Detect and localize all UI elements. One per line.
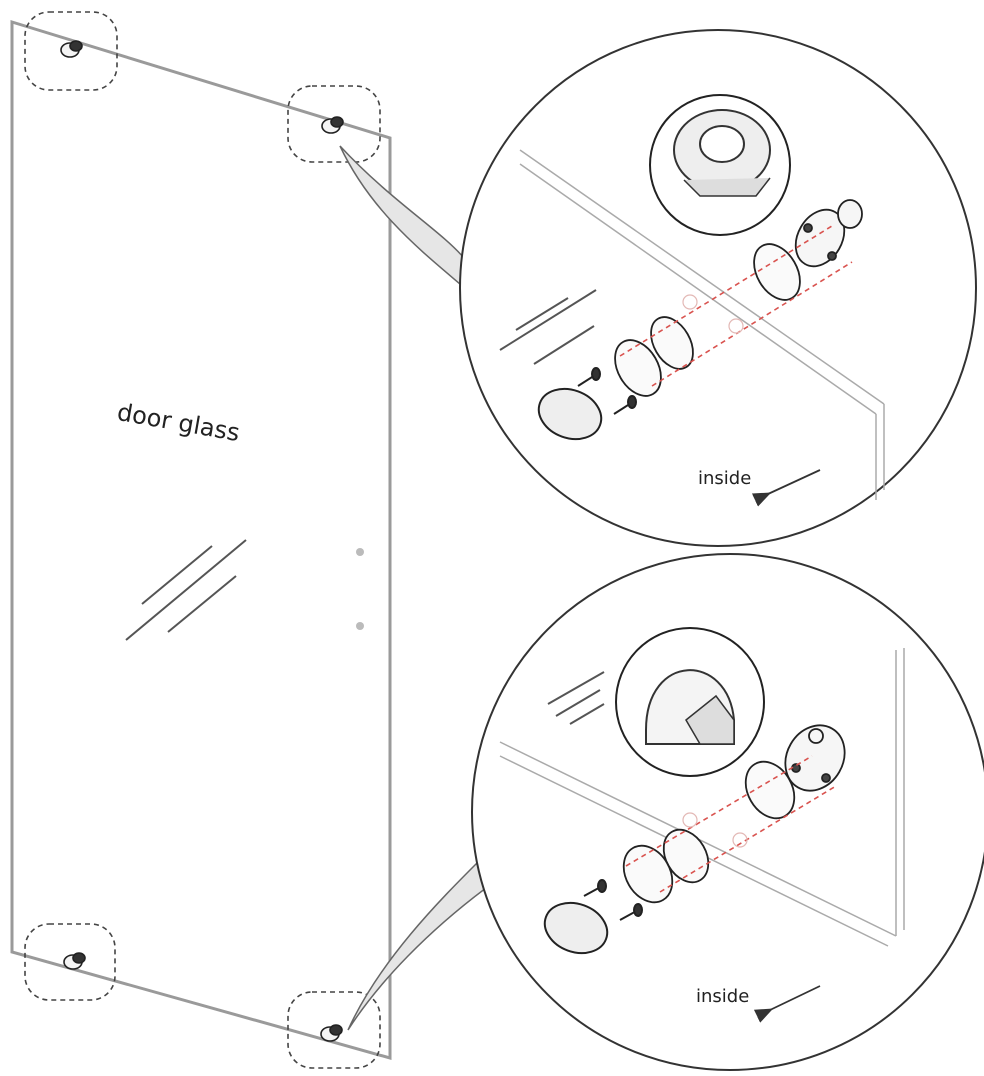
bottom-magnified-detail [471, 553, 984, 1071]
door-glass-panel [10, 19, 392, 1060]
hinge-knobs [60, 40, 344, 1042]
hinge-callouts [24, 11, 381, 1069]
top-magnified-detail [459, 29, 977, 547]
inside-label-bottom: inside [696, 986, 750, 1007]
inside-label-top: inside [698, 468, 752, 489]
